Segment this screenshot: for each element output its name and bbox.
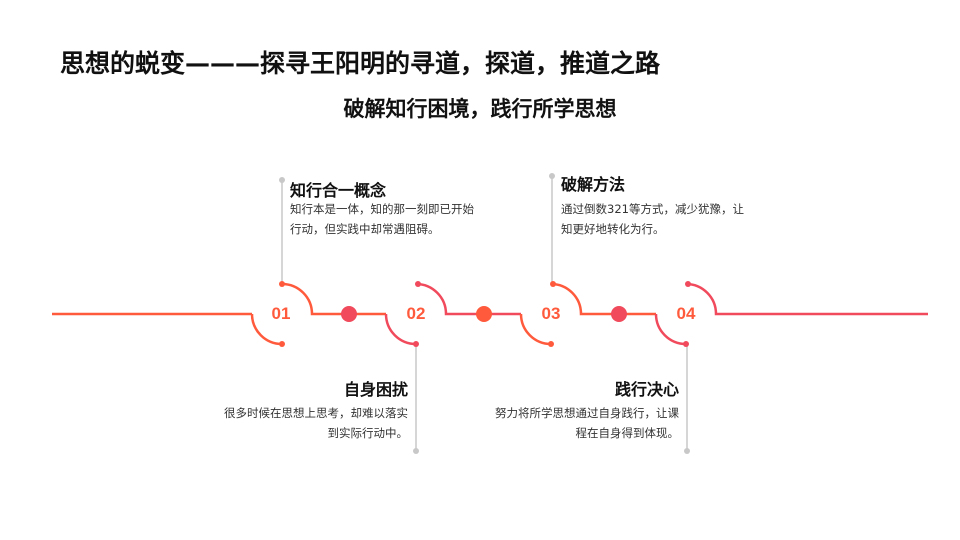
arc-01-bottom [250, 313, 283, 346]
connector-end-dot [413, 448, 419, 454]
step-description: 很多时候在思想上思考，却难以落实到实际行动中。 [224, 406, 408, 440]
page-subtitle: 破解知行困境，践行所学思想 [343, 97, 617, 121]
arc-end-dot [413, 341, 419, 347]
arc-end-dot [550, 281, 556, 287]
arc-end-dot [685, 281, 691, 287]
connector-end-dot [684, 448, 690, 454]
arc-end-dot [279, 281, 285, 287]
step-number: 04 [676, 304, 696, 323]
page-title: 思想的蜕变———探寻王阳明的寻道，探道，推道之路 [60, 49, 661, 78]
timeline-dot [476, 306, 492, 322]
arc-end-dot [279, 341, 285, 347]
step-number: 02 [406, 304, 426, 323]
step-description: 努力将所学思想通过自身践行，让课程在自身得到体现。 [495, 406, 679, 440]
step-heading: 知行合一概念 [290, 181, 387, 200]
arc-end-dot [548, 341, 554, 347]
arc-04-bottom [654, 313, 687, 346]
arc-03-top [550, 282, 656, 316]
step-description: 知行本是一体，知的那一刻即已开始行动，但实践中却常遇阻碍。 [290, 202, 474, 236]
step-heading: 践行决心 [614, 380, 679, 399]
connector-end-dot [279, 177, 285, 183]
timeline-dot [611, 306, 627, 322]
arc-01-top [281, 282, 386, 316]
connector-end-dot [549, 173, 555, 179]
step-description: 通过倒数321等方式，减少犹豫，让知更好地转化为行。 [561, 202, 744, 236]
arc-04-top [685, 282, 928, 316]
step-number: 03 [541, 304, 561, 323]
arc-03-bottom [519, 313, 552, 346]
step-number: 01 [271, 304, 291, 323]
timeline-dot [341, 306, 357, 322]
step-heading: 破解方法 [561, 175, 626, 194]
arc-02-top [415, 282, 521, 316]
arc-02-bottom [384, 313, 417, 346]
arc-end-dot [415, 281, 421, 287]
arc-end-dot [683, 341, 689, 347]
step-heading: 自身困扰 [343, 380, 408, 399]
